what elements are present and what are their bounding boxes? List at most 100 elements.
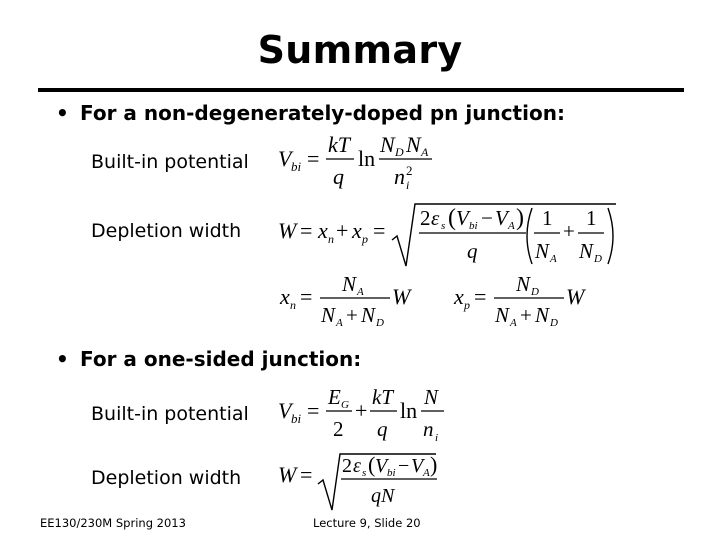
slide-title: Summary xyxy=(257,28,463,72)
svg-text:V: V xyxy=(375,455,390,477)
label-builtin-potential-1: Built-in potential xyxy=(91,151,249,173)
svg-text:+: + xyxy=(346,303,358,327)
svg-text:x: x xyxy=(453,284,464,309)
bullet-2-text: For a one-sided junction: xyxy=(80,347,362,371)
svg-text:D: D xyxy=(394,145,404,159)
svg-text:V: V xyxy=(495,206,510,230)
svg-text:N: N xyxy=(320,303,336,327)
svg-text:N: N xyxy=(379,132,396,157)
svg-text:=: = xyxy=(474,284,486,309)
bullet-2: • For a one-sided junction: xyxy=(56,347,361,371)
svg-text:W: W xyxy=(566,284,586,309)
svg-text:x: x xyxy=(351,218,362,243)
svg-text:N: N xyxy=(341,272,357,296)
svg-text:N: N xyxy=(494,303,510,327)
equation-depletion-width-general: W = x n + x p = 2 ε s ( V bi − V A ) q 1… xyxy=(276,198,621,275)
svg-text:): ) xyxy=(430,452,437,477)
svg-text:bi: bi xyxy=(387,467,396,479)
svg-text:N: N xyxy=(534,303,550,327)
svg-text:n: n xyxy=(394,164,405,189)
bullet-1: • For a non-degenerately-doped pn junctio… xyxy=(56,101,565,125)
svg-text:2: 2 xyxy=(342,455,352,477)
label-builtin-potential-2: Built-in potential xyxy=(91,403,249,425)
svg-text:W: W xyxy=(392,284,412,309)
svg-text:1: 1 xyxy=(542,206,553,230)
svg-text:A: A xyxy=(509,317,517,329)
svg-text:N: N xyxy=(360,303,376,327)
svg-text:q: q xyxy=(467,239,478,263)
equation-builtin-potential-general: V bi = kT q ln N D N A n i 2 xyxy=(276,132,446,199)
svg-text:D: D xyxy=(375,317,384,329)
svg-text:qN: qN xyxy=(371,485,396,507)
svg-text:A: A xyxy=(507,220,515,232)
svg-text:+: + xyxy=(563,219,575,243)
svg-text:=: = xyxy=(307,398,319,423)
svg-text:n: n xyxy=(328,232,334,246)
svg-text:A: A xyxy=(420,145,429,159)
svg-text:kT: kT xyxy=(372,385,394,409)
svg-text:+: + xyxy=(520,303,532,327)
svg-text:2: 2 xyxy=(406,163,413,178)
svg-text:V: V xyxy=(278,398,294,423)
bullet-dot: • xyxy=(56,101,69,125)
svg-text:A: A xyxy=(335,317,343,329)
svg-text:N: N xyxy=(534,239,550,263)
svg-text:W: W xyxy=(278,462,298,487)
bullet-1-text: For a non-degenerately-doped pn junction… xyxy=(80,101,565,125)
svg-text:D: D xyxy=(549,317,558,329)
title-underline xyxy=(38,88,684,92)
svg-text:i: i xyxy=(435,432,438,444)
svg-text:V: V xyxy=(278,146,294,171)
svg-text:D: D xyxy=(593,253,602,265)
svg-text:2: 2 xyxy=(420,206,431,230)
equation-xn: x n = N A N A + N D W xyxy=(278,272,418,335)
svg-text:bi: bi xyxy=(291,411,302,426)
svg-text:kT: kT xyxy=(328,132,352,157)
svg-text:V: V xyxy=(456,206,471,230)
bullet-dot: • xyxy=(56,347,69,371)
svg-text:ln: ln xyxy=(358,146,375,171)
svg-text:N: N xyxy=(423,385,439,409)
svg-text:−: − xyxy=(481,206,493,230)
svg-text:q: q xyxy=(333,164,344,189)
svg-text:ε: ε xyxy=(431,206,440,230)
svg-text:n: n xyxy=(423,417,434,441)
svg-text:A: A xyxy=(422,467,430,479)
svg-text:E: E xyxy=(327,385,341,409)
svg-text:+: + xyxy=(336,218,348,243)
svg-text:1: 1 xyxy=(586,206,597,230)
svg-text:D: D xyxy=(530,286,539,298)
equation-xp: x p = N D N A + N D W xyxy=(452,272,592,335)
svg-text:2: 2 xyxy=(333,417,344,441)
label-depletion-width-1: Depletion width xyxy=(91,220,242,242)
svg-text:ln: ln xyxy=(400,398,417,423)
svg-text:i: i xyxy=(406,178,409,192)
svg-text:V: V xyxy=(411,455,426,477)
svg-text:G: G xyxy=(341,399,349,411)
svg-text:n: n xyxy=(290,298,296,312)
svg-text:(: ( xyxy=(368,452,375,477)
svg-text:bi: bi xyxy=(469,220,478,232)
svg-text:p: p xyxy=(463,298,470,312)
svg-text:bi: bi xyxy=(291,159,302,174)
svg-text:=: = xyxy=(300,284,312,309)
svg-text:q: q xyxy=(377,417,388,441)
svg-text:): ) xyxy=(516,205,524,231)
svg-text:s: s xyxy=(362,467,366,479)
svg-text:W: W xyxy=(278,218,298,243)
svg-text:=: = xyxy=(373,218,385,243)
svg-text:N: N xyxy=(405,132,422,157)
svg-text:ε: ε xyxy=(353,455,361,477)
svg-text:s: s xyxy=(441,220,445,232)
svg-text:=: = xyxy=(307,146,319,171)
svg-text:−: − xyxy=(398,455,409,477)
svg-text:N: N xyxy=(578,239,594,263)
equation-builtin-potential-one-sided: V bi = E G 2 + kT q ln N n i xyxy=(276,384,451,451)
svg-text:x: x xyxy=(279,284,290,309)
svg-text:x: x xyxy=(317,218,328,243)
svg-text:(: ( xyxy=(448,205,456,231)
footer-slide-number: Lecture 9, Slide 20 xyxy=(313,516,421,530)
svg-text:=: = xyxy=(300,462,312,487)
svg-text:N: N xyxy=(515,272,531,296)
label-depletion-width-2: Depletion width xyxy=(91,467,242,489)
